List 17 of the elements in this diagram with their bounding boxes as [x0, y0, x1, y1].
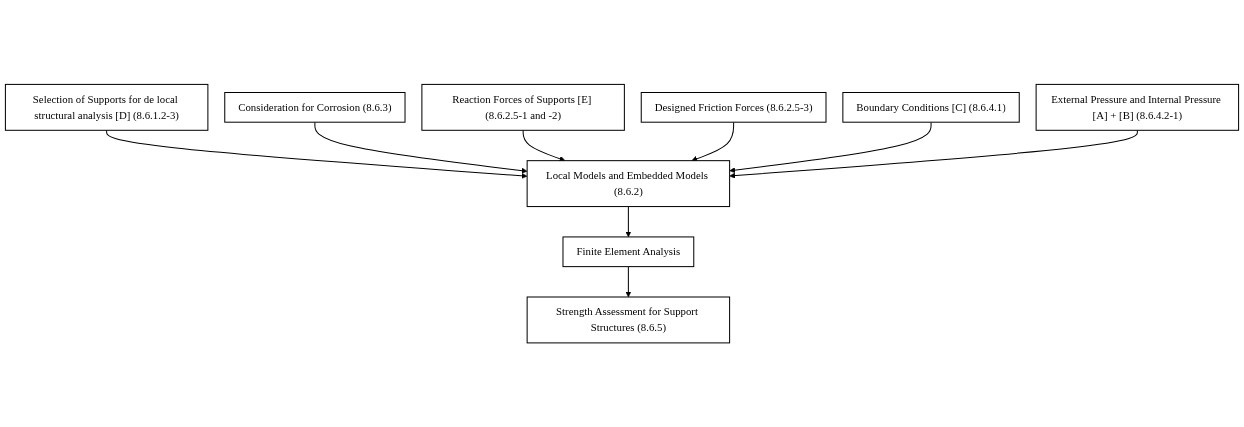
node-box: Local Models and Embedded Models (8.6.2) [526, 160, 731, 207]
arrow [314, 121, 528, 174]
arrow [625, 205, 632, 238]
node-box: Selection of Supports for de local structural analysis [D] (8.6.1.2-3) [4, 83, 209, 131]
node-box: Consideration for Corrosion (8.6.3) [224, 91, 406, 123]
node-box: Designed Friction Forces (8.6.2.5-3) [640, 91, 827, 123]
arrow [729, 121, 932, 173]
arrow [691, 121, 735, 162]
node-box: Boundary Conditions [C] (8.6.4.1) [842, 91, 1020, 123]
node-box: Strength Assessment for Support Structures (8.6.5) [526, 296, 731, 344]
arrow [522, 129, 566, 162]
node-box: External Pressure and Internal Pressure [A] + [B] (8.6.4.2-1) [1035, 83, 1240, 131]
node-box: Finite Element Analysis [562, 236, 695, 267]
arrow [106, 129, 528, 179]
node-box: Reaction Forces of Supports [E] (8.6.2.5-1 and -2) [421, 83, 625, 131]
arrow [625, 265, 632, 298]
arrow [729, 129, 1138, 179]
